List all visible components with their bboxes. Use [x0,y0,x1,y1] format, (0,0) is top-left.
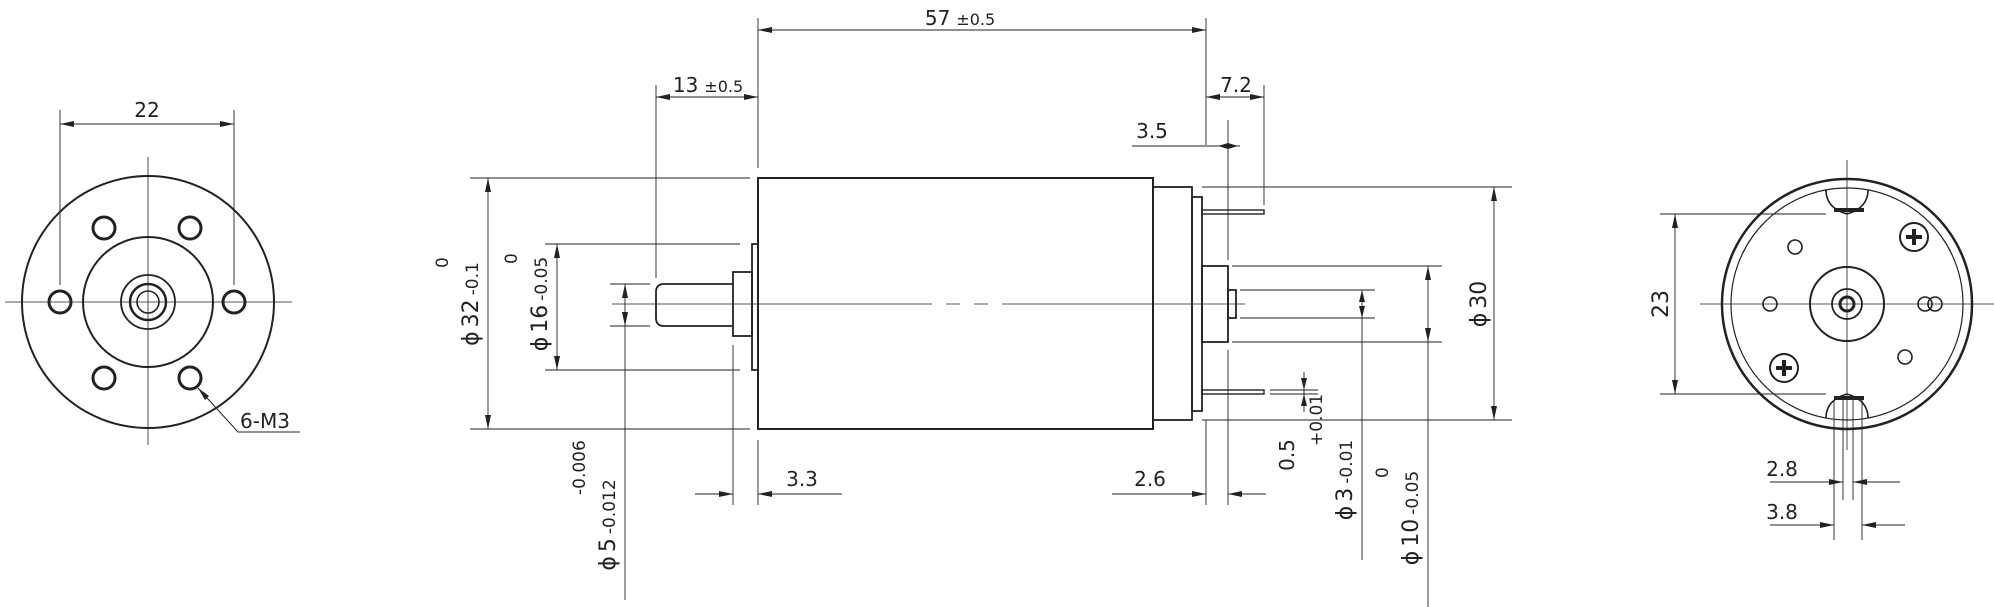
dim-overall-length: 57±0.5 [925,6,995,30]
brush-holder-top [1825,189,1869,215]
mount-hole [177,365,203,391]
svg-text:ϕ10-0.05: ϕ10-0.05 [1399,471,1424,566]
dim-terminal-extent: 7.2 [1220,73,1252,97]
terminal-bottom [1201,389,1265,395]
mount-hole [221,289,247,315]
svg-text:0.5: 0.5 [1275,439,1299,471]
side-dimension-lines [470,18,1512,607]
rear-hub [1831,288,1863,320]
dim-thread-note: 6-M3 [240,409,290,433]
svg-text:ϕ5-0.012: ϕ5-0.012 [596,479,621,570]
dim-rear-pitch: 23 [1649,290,1674,318]
rear-fills [1672,208,1922,528]
svg-text:ϕ16-0.05: ϕ16-0.05 [528,257,553,352]
svg-text:0: 0 [502,253,522,264]
front-shaft-outer [128,282,168,322]
plus-terminal-bottom [1769,353,1799,383]
svg-text:ϕ3-0.01: ϕ3-0.01 [1333,440,1358,521]
brush-holder-bottom [1825,393,1869,419]
front-outer-circle [21,175,275,429]
dim-terminal-gap: 3.5 [1136,119,1168,143]
mount-hole [47,289,73,315]
front-shaft-inner [136,290,160,314]
rear-hole [1927,296,1943,312]
plus-terminal-top [1899,222,1929,252]
side-view [612,177,1265,430]
dim-rear-body-dia: ϕ30 [1467,281,1492,328]
rear-outer-circle [1720,177,1974,431]
svg-text:-0.006: -0.006 [570,440,590,495]
dim-terminal-width-2: 3.8 [1766,500,1798,524]
dim-rear-boss-dia: ϕ10-0.05 0 [1373,467,1424,565]
front-boss-circle [82,236,214,368]
dim-terminal-thickness: 0.5 [1275,439,1299,471]
terminal-slot-top [1834,208,1864,212]
side-arrowheads [485,27,1497,497]
motor-body [757,177,1154,430]
mount-hole [177,215,203,241]
dim-shaft-dia: ϕ5-0.012 -0.006 [570,440,621,570]
dim-body-dia: ϕ32-0.1 0 [433,257,484,346]
end-cap [1152,186,1193,421]
output-shaft [655,283,733,327]
mount-hole [91,365,117,391]
dim-rear-shaft-dia: ϕ3-0.01 +0.01 [1307,394,1358,520]
svg-text:0: 0 [433,257,453,268]
rear-view [1660,160,1994,540]
rear-hole [1897,349,1913,365]
svg-text:0: 0 [1373,467,1393,478]
dim-rear-offset: 2.6 [1134,467,1166,491]
svg-text:23: 23 [1649,290,1674,318]
thread-leader [197,387,300,433]
rear-hole [1762,296,1778,312]
svg-text:+0.01: +0.01 [1307,394,1327,446]
front-hub-circle [120,274,176,330]
svg-text:ϕ32-0.1: ϕ32-0.1 [459,262,484,346]
svg-text:ϕ30: ϕ30 [1467,281,1492,328]
dim-terminal-width-1: 2.8 [1766,457,1798,481]
terminal-top [1201,209,1265,215]
terminal-slot-bottom [1834,396,1864,400]
rear-shaft-end [1838,295,1856,313]
rear-boss-circle [1809,266,1885,342]
dim-front-width: 22 [134,98,159,122]
rear-hole [1787,239,1803,255]
dim-boss-length: 3.3 [786,467,818,491]
rear-hole [1917,296,1933,312]
front-view [5,110,300,445]
dim-shaft-length: 13±0.5 [673,73,743,97]
dim-boss-dia: ϕ16-0.05 0 [502,253,553,351]
mount-hole [91,215,117,241]
rear-inner-rim [1730,187,1964,421]
